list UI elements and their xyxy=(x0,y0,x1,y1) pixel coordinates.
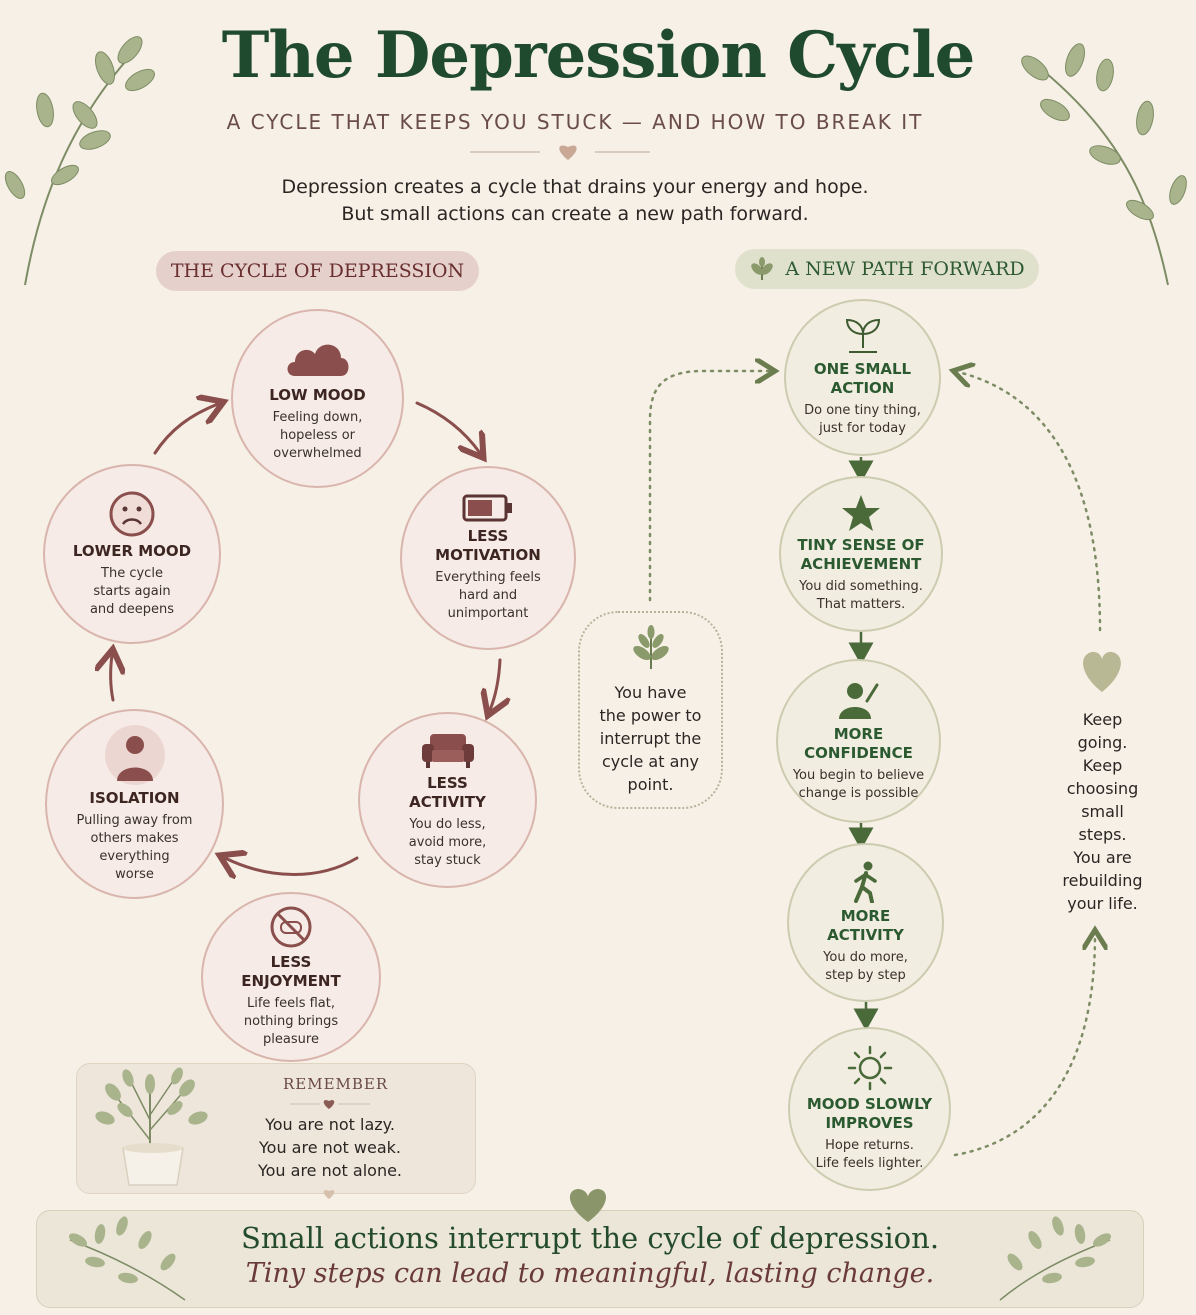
footer-line-1: Small actions interrupt the cycle of dep… xyxy=(240,1221,940,1255)
keep-heart-icon xyxy=(1083,651,1121,692)
step-desc: Feeling down, hopeless or overwhelmed xyxy=(272,410,363,461)
path-step-mood-improves: MOOD SLOWLY IMPROVES Hope returns. Life … xyxy=(788,1027,951,1191)
cycle-step-lower-mood: LOWER MOOD The cycle starts again and de… xyxy=(43,464,221,644)
arrow-isolation-to-lower xyxy=(111,655,113,702)
arrow-motivation-to-activity xyxy=(490,658,500,710)
step-desc: Hope returns. Life feels lighter. xyxy=(815,1138,924,1171)
step-title: MORE CONFIDENCE xyxy=(804,725,913,762)
dotted-keep-to-action xyxy=(958,372,1102,632)
remember-lines: You are not lazy. You are not weak. You … xyxy=(257,1115,403,1180)
dotted-power-to-action xyxy=(648,371,770,602)
keep-going-note: Keep going. Keep choosing small steps. Y… xyxy=(1062,710,1143,913)
potted-plant-icon xyxy=(95,1067,208,1186)
remember-title: REMEMBER xyxy=(283,1075,389,1093)
path-section-label: A NEW PATH FORWARD xyxy=(735,249,1039,289)
sprout-label-icon xyxy=(751,257,774,280)
footer-heart-icon xyxy=(569,1189,607,1222)
step-title: LESS ENJOYMENT xyxy=(241,953,341,990)
step-desc: You did something. That matters. xyxy=(799,579,923,612)
divider-heart-icon xyxy=(559,145,577,160)
path-step-tiny-achievement: TINY SENSE OF ACHIEVEMENT You did someth… xyxy=(779,476,943,632)
path-step-more-confidence: MORE CONFIDENCE You begin to believe cha… xyxy=(776,659,941,823)
intro-text: Depression creates a cycle that drains y… xyxy=(0,174,1150,228)
arrow-lower-to-low xyxy=(153,404,218,455)
power-note-text: You have the power to interrupt the cycl… xyxy=(599,683,702,794)
cycle-step-low-mood: LOW MOOD Feeling down, hopeless or overw… xyxy=(231,309,404,488)
footer-leaves-right xyxy=(999,1216,1112,1301)
cycle-step-less-motivation: LESS MOTIVATION Everything feels hard an… xyxy=(400,466,576,650)
step-title: TINY SENSE OF ACHIEVEMENT xyxy=(797,536,925,573)
cycle-step-isolation: ISOLATION Pulling away from others makes… xyxy=(45,709,224,899)
step-title: MORE ACTIVITY xyxy=(827,906,904,944)
person-icon xyxy=(104,724,165,785)
step-title: LESS ACTIVITY xyxy=(409,774,486,811)
confident-person-icon xyxy=(838,683,878,719)
sun-icon xyxy=(847,1045,892,1091)
path-step-one-small-action: ONE SMALL ACTION Do one tiny thing, just… xyxy=(784,299,941,456)
footer-leaves-left xyxy=(68,1216,186,1301)
sad-face-icon xyxy=(109,491,155,536)
step-title: LOW MOOD xyxy=(269,386,366,404)
cycle-step-less-activity: LESS ACTIVITY You do less, avoid more, s… xyxy=(358,712,537,888)
cycle-step-less-enjoyment: LESS ENJOYMENT Life feels flat, nothing … xyxy=(201,892,381,1062)
footer-line-2: Tiny steps can lead to meaningful, lasti… xyxy=(245,1258,935,1289)
path-step-more-activity: MORE ACTIVITY You do more, step by step xyxy=(787,843,944,1002)
walking-icon xyxy=(853,861,877,903)
step-desc: You do more, step by step xyxy=(823,949,908,983)
remember-heart-icon xyxy=(323,1100,335,1109)
step-title: LOWER MOOD xyxy=(72,541,192,560)
sprout-icon xyxy=(845,318,880,353)
step-desc: Do one tiny thing, just for today xyxy=(804,402,921,436)
step-desc: Life feels flat, nothing brings pleasure xyxy=(243,996,339,1047)
step-desc: You do less, avoid more, stay stuck xyxy=(408,817,487,868)
plant-icon xyxy=(632,625,669,669)
dotted-mood-to-keep xyxy=(953,935,1095,1157)
path-label-text: A NEW PATH FORWARD xyxy=(785,258,1025,280)
page-subtitle: A CYCLE THAT KEEPS YOU STUCK — AND HOW T… xyxy=(226,110,924,134)
step-title: LESS MOTIVATION xyxy=(435,527,541,564)
battery-low-icon xyxy=(462,494,512,522)
intro-line-1: Depression creates a cycle that drains y… xyxy=(281,176,869,198)
step-desc: Everything feels hard and unimportant xyxy=(435,570,541,621)
no-fun-icon xyxy=(270,906,312,948)
cloud-icon xyxy=(287,344,348,376)
cycle-section-label: THE CYCLE OF DEPRESSION xyxy=(156,251,479,291)
step-title: ONE SMALL ACTION xyxy=(813,359,912,397)
arrow-activity-to-isolation xyxy=(225,858,359,875)
power-note-box: You have the power to interrupt the cycl… xyxy=(578,611,723,809)
step-desc: The cycle starts again and deepens xyxy=(89,565,175,617)
cycle-label-text: THE CYCLE OF DEPRESSION xyxy=(170,260,465,282)
couch-icon xyxy=(421,734,474,768)
step-title: ISOLATION xyxy=(89,788,180,807)
step-title: MOOD SLOWLY IMPROVES xyxy=(806,1095,933,1132)
step-desc: You begin to believe change is possible xyxy=(792,768,925,801)
intro-line-2: But small actions can create a new path … xyxy=(341,203,809,225)
arrow-low-to-motivation xyxy=(415,401,480,453)
star-icon xyxy=(842,495,880,531)
step-desc: Pulling away from others makes everythin… xyxy=(76,812,193,882)
page-title: The Depression Cycle xyxy=(221,18,976,93)
